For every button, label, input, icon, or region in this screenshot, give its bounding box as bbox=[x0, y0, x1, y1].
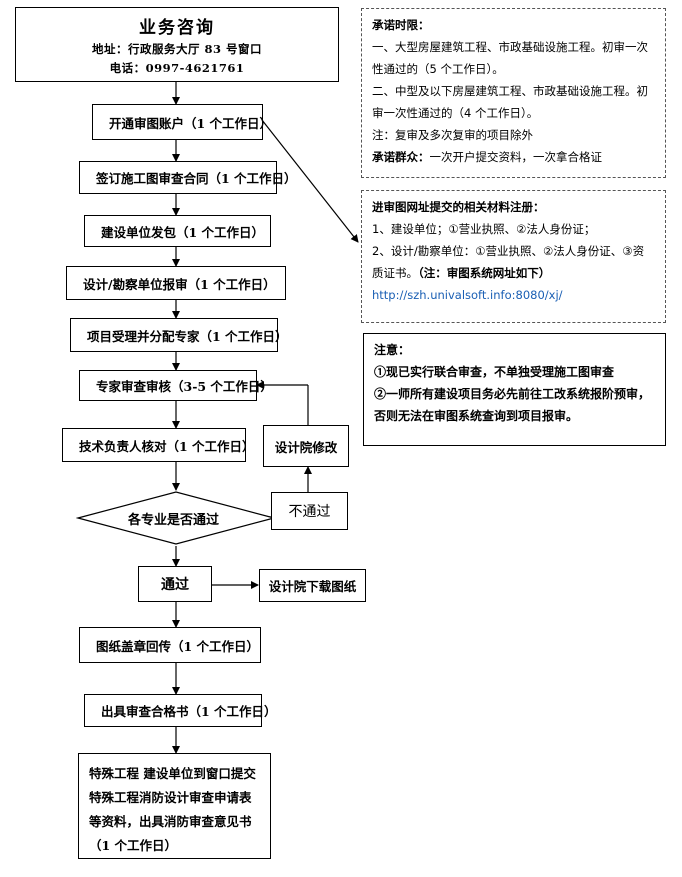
promise-line-4: 承诺群众：一次开户提交资料，一次拿合格证 bbox=[372, 150, 602, 164]
notice-line-2: ②一师所有建设项目务必先前往工改系统报阶预审，否则无法在审图系统查询到项目报审。 bbox=[374, 387, 651, 423]
notice-line-1: ①现已实行联合审查，不单独受理施工图审查 bbox=[374, 365, 615, 379]
promise-line-1: 一、大型房屋建筑工程、市政基础设施工程。初审一次性通过的（5 个工作日）。 bbox=[372, 40, 648, 76]
step-issue-contract: 建设单位发包（1 个工作日） bbox=[84, 215, 271, 247]
consult-address: 地址：行政服务大厅 83 号窗口 bbox=[91, 42, 262, 56]
step-pass: 通过 bbox=[138, 566, 212, 602]
business-consult-box: 业务咨询 地址：行政服务大厅 83 号窗口 电话：0997-4621761 bbox=[15, 7, 339, 82]
decision-label: 各专业是否通过 bbox=[128, 513, 220, 528]
promise-line-3: 注：复审及多次复审的项目除外 bbox=[372, 128, 533, 142]
step-certificate: 出具审查合格书（1 个工作日） bbox=[84, 694, 277, 727]
step-expert-review: 专家审查审核（3-5 个工作日） bbox=[79, 370, 273, 401]
step-special-project: 特殊工程 建设单位到窗口提交特殊工程消防设计审查申请表等资料，出具消防审查意见书… bbox=[78, 753, 271, 859]
step-open-account: 开通审图账户（1 个工作日） bbox=[92, 104, 272, 140]
step-assign-expert: 项目受理并分配专家（1 个工作日） bbox=[70, 318, 288, 352]
step-sign-contract: 签订施工图审查合同（1 个工作日） bbox=[79, 161, 297, 194]
step-stamp-return: 图纸盖章回传（1 个工作日） bbox=[79, 627, 261, 663]
step-fail: 不通过 bbox=[271, 492, 348, 530]
register-line-1: 1、建设单位；①营业执照、②法人身份证； bbox=[372, 222, 596, 236]
step-design-report: 设计/勘察单位报审（1 个工作日） bbox=[66, 266, 286, 300]
step-tech-check: 技术负责人核对（1 个工作日） bbox=[62, 428, 255, 462]
notice-panel: 注意： ①现已实行联合审查，不单独受理施工图审查 ②一师所有建设项目务必先前往工… bbox=[363, 333, 666, 446]
step-design-modify: 设计院修改 bbox=[263, 425, 349, 467]
register-materials-panel: 进审图网址提交的相关材料注册： 1、建设单位；①营业执照、②法人身份证； 2、设… bbox=[361, 190, 666, 323]
consult-title: 业务咨询 bbox=[139, 18, 215, 38]
step-design-download: 设计院下载图纸 bbox=[259, 569, 366, 602]
register-line-2: 2、设计/勘察单位：①营业执照、②法人身份证、③资质证书。（注：审图系统网址如下… bbox=[372, 244, 645, 280]
review-system-url[interactable]: http://szh.univalsoft.info:8080/xj/ bbox=[372, 288, 563, 302]
promise-line-2: 二、中型及以下房屋建筑工程、市政基础设施工程。初审一次性通过的（4 个工作日）。 bbox=[372, 84, 648, 120]
consult-phone: 电话：0997-4621761 bbox=[109, 61, 245, 75]
promise-time-panel: 承诺时限： 一、大型房屋建筑工程、市政基础设施工程。初审一次性通过的（5 个工作… bbox=[361, 8, 666, 178]
